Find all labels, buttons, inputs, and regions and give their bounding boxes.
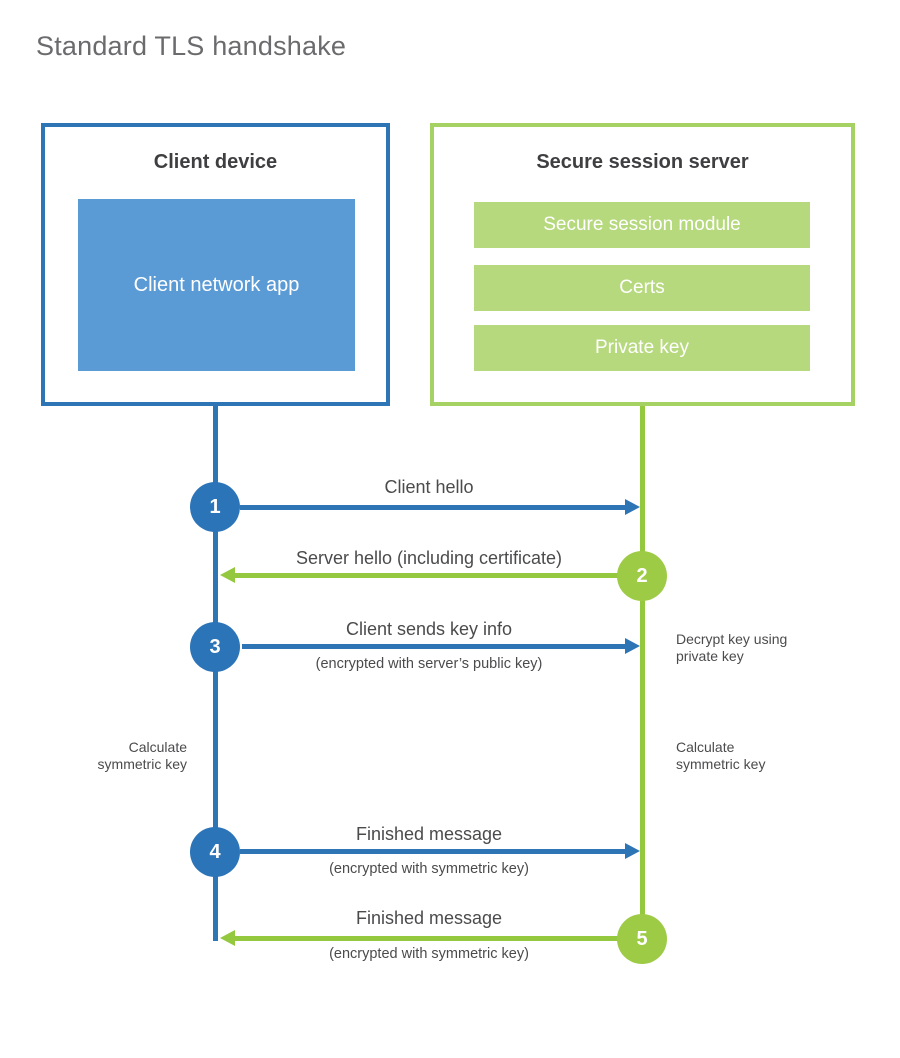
arrow-finished-client: [240, 843, 640, 859]
server-lifeline: [640, 404, 645, 939]
server-module-secure-session: Secure session module: [474, 202, 810, 248]
message-label-client-hello: Client hello: [384, 477, 474, 497]
note-calculate-symmetric-key-client: Calculate symmetric key: [97, 739, 187, 773]
message-label-finished-client: Finished message: [355, 824, 503, 844]
note-calculate-symmetric-key-server: Calculate symmetric key: [676, 739, 766, 773]
message-label-finished-server: Finished message: [355, 908, 503, 928]
step-circle-1: 1: [190, 482, 240, 532]
message-sublabel-client-key-info: (encrypted with server’s public key): [315, 656, 543, 672]
server-module-private-key: Private key: [474, 325, 810, 371]
client-network-app-block: Client network app: [78, 199, 355, 371]
arrow-client-hello: [240, 499, 640, 515]
arrowhead-right-icon: [625, 499, 640, 515]
step-circle-4: 4: [190, 827, 240, 877]
secure-session-server-title: Secure session server: [536, 151, 749, 173]
step-circle-3: 3: [190, 622, 240, 672]
arrow-server-hello: [220, 567, 620, 583]
step-circle-2: 2: [617, 551, 667, 601]
client-lifeline: [213, 404, 218, 941]
arrowhead-right-icon: [625, 843, 640, 859]
arrowhead-left-icon: [220, 567, 235, 583]
arrow-client-key-info: [242, 638, 640, 654]
client-device-title: Client device: [153, 151, 278, 173]
arrowhead-right-icon: [625, 638, 640, 654]
arrowhead-left-icon: [220, 930, 235, 946]
step-circle-5: 5: [617, 914, 667, 964]
message-sublabel-finished-client: (encrypted with symmetric key): [329, 861, 529, 877]
server-module-certs: Certs: [474, 265, 810, 311]
page-title: Standard TLS handshake: [36, 31, 347, 61]
message-label-client-key-info: Client sends key info: [345, 619, 513, 639]
arrow-finished-server: [220, 930, 618, 946]
message-sublabel-finished-server: (encrypted with symmetric key): [329, 946, 529, 962]
note-decrypt-key: Decrypt key using private key: [676, 631, 788, 665]
message-label-server-hello: Server hello (including certificate): [295, 548, 563, 568]
